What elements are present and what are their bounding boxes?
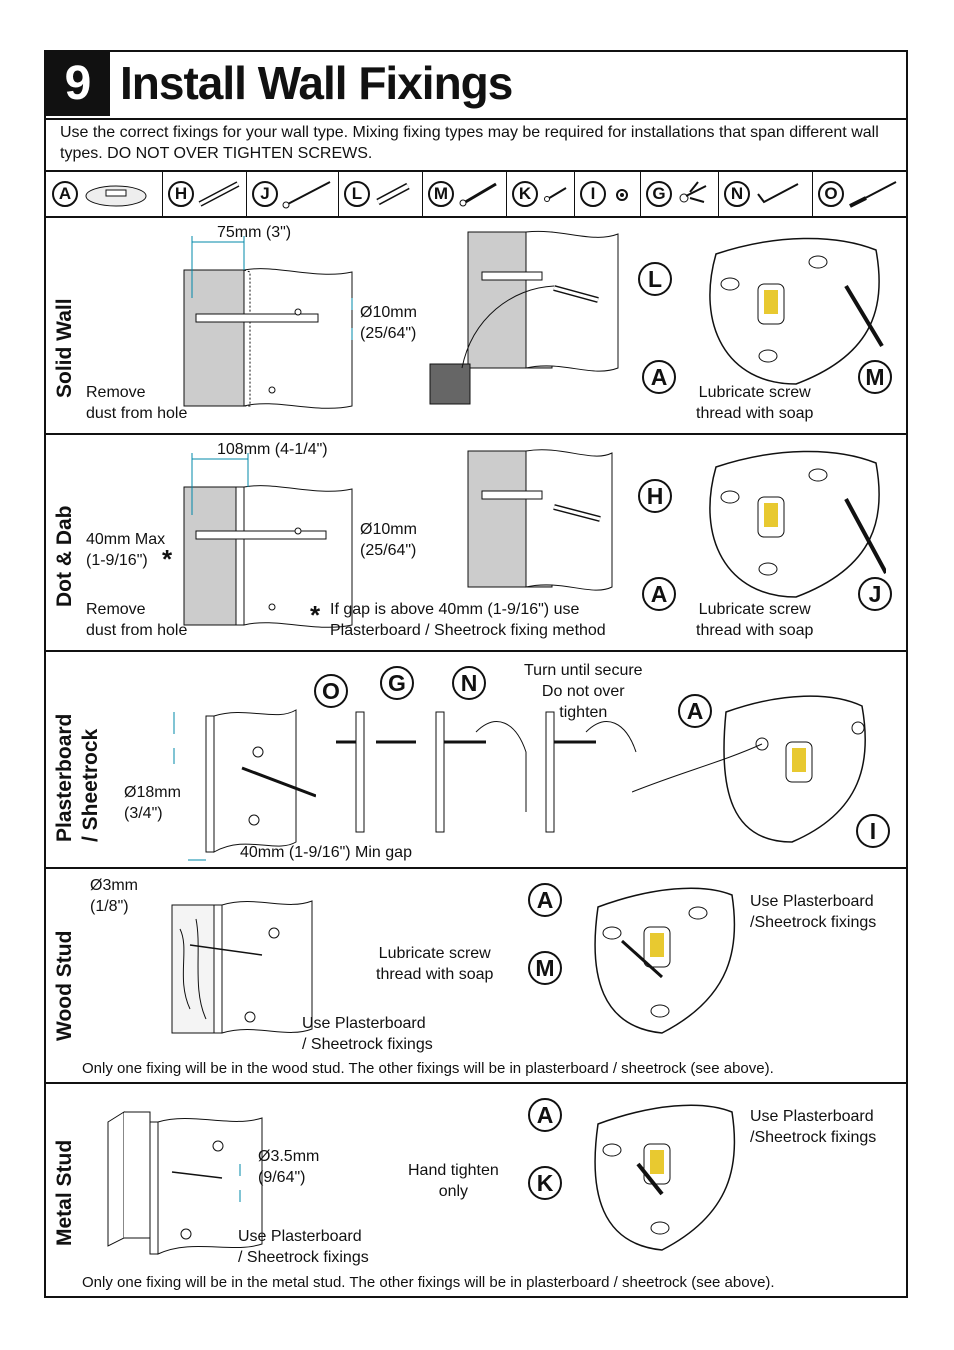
part-g: G	[640, 172, 719, 216]
section-metal-stud: Metal Stud Ø3.5mm (9/64") Use Plasterboa…	[46, 1084, 906, 1296]
metal-stud-note: Only one fixing will be in the metal stu…	[82, 1274, 775, 1291]
part-letter: M	[428, 181, 454, 207]
turn-note: Turn until secure Do not over tighten	[524, 662, 643, 721]
long-screw-icon	[282, 181, 331, 209]
hex-key-icon	[757, 183, 799, 204]
plate-tighten-drawing	[632, 695, 867, 843]
callout-k: K	[528, 1166, 562, 1200]
part-k: K	[506, 172, 575, 216]
solid-wall-drawing	[183, 236, 353, 409]
short-screw-icon	[544, 187, 567, 202]
callout-o: O	[314, 674, 348, 708]
washer-icon	[616, 189, 628, 201]
diameter-label: Ø10mm (25/64")	[360, 304, 417, 342]
section-label: Metal Stud	[53, 1139, 76, 1246]
section-label: Plasterboard / Sheetrock	[53, 713, 102, 842]
section-wood-stud: Wood Stud Ø3mm (1/8") Use Plasterboard /…	[46, 869, 906, 1084]
max-gap-label: 40mm Max (1-9/16")	[86, 531, 166, 569]
toggle-anchor-icon	[679, 181, 707, 203]
wall-plate-drawing	[594, 887, 736, 1034]
part-letter: K	[512, 181, 538, 207]
long-plug-icon	[198, 181, 240, 207]
diameter-label: Ø3.5mm (9/64")	[258, 1148, 320, 1186]
part-letter: O	[818, 181, 844, 207]
screw-icon	[459, 182, 497, 207]
use-fixings-label: Use Plasterboard /Sheetrock fixings	[750, 1108, 877, 1146]
wood-stud-note: Only one fixing will be in the wood stud…	[82, 1060, 774, 1077]
instruction-frame: 9 Install Wall Fixings Use the correct f…	[44, 50, 908, 1298]
lubricate-label: Lubricate screw thread with soap	[376, 945, 494, 983]
section-dot-dab: Dot & Dab 108mm (4-1/4") 40mm Max (1-9/1…	[46, 435, 906, 652]
callout-l: L	[638, 262, 672, 296]
lubricate-label: Lubricate screw thread with soap	[696, 384, 814, 422]
callout-m: M	[528, 951, 562, 985]
part-a: A	[46, 172, 163, 216]
dust-label: Remove dust from hole	[86, 384, 188, 422]
part-letter: L	[344, 181, 370, 207]
wall-plate-drawing	[594, 1104, 736, 1251]
diameter-label: Ø10mm (25/64")	[360, 521, 417, 559]
part-o: O	[812, 172, 906, 216]
depth-label: 108mm (4-1/4")	[217, 441, 328, 458]
part-j: J	[246, 172, 339, 216]
callout-a: A	[642, 360, 676, 394]
plug-insert-drawing	[429, 230, 619, 405]
wall-plate-drawing	[709, 237, 884, 385]
diameter-label: Ø3mm (1/8")	[90, 877, 138, 915]
part-letter: I	[580, 181, 606, 207]
section-solid-wall: Solid Wall 75mm (3") Ø10mm (25/64") Remo…	[46, 218, 906, 435]
use-fixings-label: Use Plasterboard /Sheetrock fixings	[750, 893, 877, 931]
part-h: H	[162, 172, 247, 216]
section-label: Solid Wall	[53, 298, 76, 398]
callout-a: A	[642, 577, 676, 611]
plug-insert-drawing	[467, 449, 613, 591]
part-letter: J	[252, 181, 278, 207]
wall-plate-drawing	[709, 450, 886, 598]
part-i: I	[574, 172, 641, 216]
min-gap-label: 40mm (1-9/16") Min gap	[240, 844, 412, 861]
callout-h: H	[638, 479, 672, 513]
part-l: L	[338, 172, 423, 216]
callout-i: I	[856, 814, 890, 848]
callout-g: G	[380, 666, 414, 700]
dust-label: Remove dust from hole	[86, 601, 188, 639]
callout-n: N	[452, 666, 486, 700]
metal-stud-drawing	[107, 1111, 263, 1255]
part-letter: G	[646, 181, 672, 207]
callout-j: J	[858, 577, 892, 611]
page-title: Install Wall Fixings	[120, 57, 513, 109]
toggle-install-drawing	[336, 711, 637, 833]
use-fixings-label: Use Plasterboard / Sheetrock fixings	[238, 1228, 369, 1266]
part-letter: A	[52, 181, 78, 207]
intro-text: Use the correct fixings for your wall ty…	[60, 124, 879, 162]
lubricate-label: Lubricate screw thread with soap	[696, 601, 814, 639]
wall-plate-icon	[85, 185, 147, 207]
step-number: 9	[46, 52, 110, 116]
diameter-label: Ø18mm (3/4")	[124, 784, 181, 822]
plasterboard-drawing	[173, 709, 316, 861]
callout-m: M	[858, 360, 892, 394]
wall-plug-icon	[376, 182, 410, 206]
part-n: N	[718, 172, 813, 216]
parts-row: A H J L M K I G	[46, 170, 906, 218]
asterisk: *	[162, 544, 173, 574]
depth-label: 75mm (3")	[217, 224, 292, 241]
section-label: Wood Stud	[53, 930, 76, 1041]
use-fixings-label: Use Plasterboard / Sheetrock fixings	[302, 1015, 433, 1053]
asterisk: *	[310, 600, 321, 630]
part-letter: N	[724, 181, 750, 207]
gap-note: If gap is above 40mm (1-9/16") use Plast…	[330, 601, 606, 639]
drill-bit-icon	[849, 181, 897, 208]
wood-stud-drawing	[171, 900, 313, 1034]
callout-a: A	[528, 1098, 562, 1132]
callout-a: A	[678, 694, 712, 728]
callout-a: A	[528, 883, 562, 917]
hand-tighten-label: Hand tighten only	[408, 1162, 499, 1200]
dot-dab-drawing	[183, 453, 353, 628]
section-plasterboard: Plasterboard / Sheetrock Ø18mm (3/4") 40…	[46, 652, 906, 869]
part-m: M	[422, 172, 507, 216]
step-header: 9 Install Wall Fixings	[46, 52, 906, 120]
part-letter: H	[168, 181, 194, 207]
section-label: Dot & Dab	[53, 505, 76, 608]
